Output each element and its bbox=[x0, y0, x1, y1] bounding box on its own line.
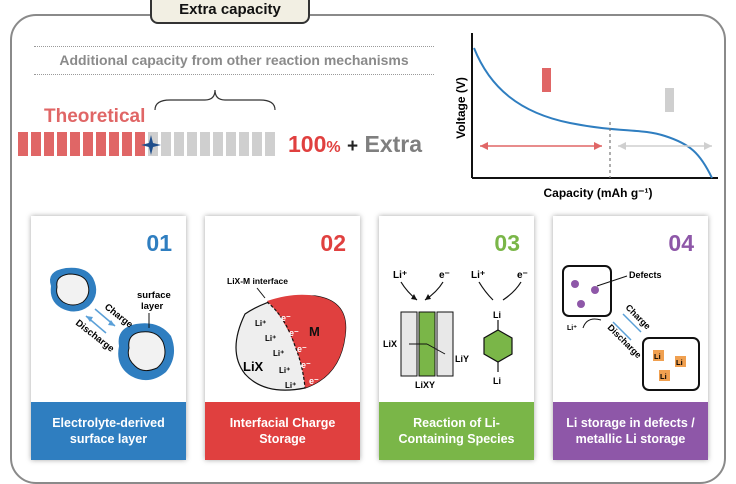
star-icon bbox=[141, 135, 161, 155]
card-number: 01 bbox=[146, 230, 172, 256]
subtitle: Additional capacity from other reaction … bbox=[59, 52, 409, 68]
theoretical-bar bbox=[96, 132, 106, 156]
li-ion-label: Li⁺ bbox=[567, 325, 577, 332]
percent-sign: % bbox=[326, 139, 341, 156]
capacity-equation: 100% + Extra bbox=[288, 131, 422, 158]
li-top-label: Li bbox=[493, 310, 501, 320]
extra-bar bbox=[213, 132, 223, 156]
extra-label: Extra bbox=[364, 131, 423, 157]
x-axis-label: Capacity (mAh g⁻¹) bbox=[543, 186, 652, 200]
li-ion-label: Li⁺ bbox=[255, 319, 266, 328]
electron-label: e⁻ bbox=[281, 313, 291, 323]
li-ion-label: Li⁺ bbox=[279, 366, 290, 375]
extra-bar bbox=[161, 132, 171, 156]
li-ion-label: Li⁺ bbox=[471, 270, 485, 281]
theoretical-bar bbox=[70, 132, 80, 156]
lix-label: LiX bbox=[243, 359, 264, 374]
theoretical-bar bbox=[122, 132, 132, 156]
title-tab: Extra capacity bbox=[150, 0, 310, 24]
card-footer: Li storage in defects / metallic Li stor… bbox=[553, 402, 708, 460]
voltage-curve bbox=[473, 47, 713, 179]
extra-bar bbox=[187, 132, 197, 156]
theoretical-bar bbox=[83, 132, 93, 156]
dotted-divider-bottom bbox=[34, 74, 434, 75]
lix-label: LiX bbox=[383, 339, 397, 349]
capacity-bars bbox=[18, 132, 275, 156]
extra-bar bbox=[200, 132, 210, 156]
y-axis-label: Voltage (V) bbox=[454, 77, 468, 139]
grey-marker bbox=[665, 88, 674, 112]
defect-storage-diagram: Defects Li⁺ Charge Discharge Li Li Li bbox=[562, 265, 700, 391]
theoretical-bar bbox=[135, 132, 145, 156]
card-number: 02 bbox=[320, 230, 346, 256]
li-metal-label: Li bbox=[660, 372, 667, 381]
extra-bar bbox=[239, 132, 249, 156]
percent-value: 100 bbox=[288, 131, 327, 157]
extra-bar bbox=[252, 132, 262, 156]
li-species-diagram: Li⁺ e⁻ LiX LiY LiXY Li⁺ e⁻ Li Li bbox=[383, 270, 528, 390]
theoretical-bar bbox=[44, 132, 54, 156]
card-footer: Electrolyte-derived surface layer bbox=[31, 402, 186, 460]
li-ion-label: Li⁺ bbox=[273, 349, 284, 358]
extra-bar bbox=[226, 132, 236, 156]
extra-bar bbox=[174, 132, 184, 156]
dotted-divider-top bbox=[34, 46, 434, 47]
interfacial-storage-diagram: LiX-M interface M LiX Li⁺ Li⁺ Li⁺ Li⁺ Li… bbox=[227, 276, 347, 391]
card-02: 02 LiX-M interface M LiX Li⁺ Li⁺ Li⁺ Li⁺… bbox=[205, 216, 360, 460]
extra-bar bbox=[265, 132, 275, 156]
theoretical-bar bbox=[31, 132, 41, 156]
card-04: 04 Defects Li⁺ Charge Discharge Li Li Li… bbox=[553, 216, 708, 460]
electron-label: e⁻ bbox=[301, 360, 311, 370]
li-bottom-label: Li bbox=[493, 376, 501, 386]
card-03: 03 Li⁺ e⁻ LiX LiY LiXY Li⁺ e⁻ Li Li Reac… bbox=[379, 216, 534, 460]
card-number: 03 bbox=[494, 230, 520, 256]
plus-sign: + bbox=[347, 136, 359, 157]
theoretical-bar bbox=[57, 132, 67, 156]
liy-label: LiY bbox=[455, 354, 469, 364]
theoretical-bar bbox=[18, 132, 28, 156]
electron-label: e⁻ bbox=[297, 344, 307, 354]
lixy-label: LiXY bbox=[415, 380, 435, 390]
theoretical-label: Theoretical bbox=[44, 106, 146, 127]
card-number: 04 bbox=[668, 230, 694, 256]
electron-label: e⁻ bbox=[517, 270, 528, 281]
li-metal-label: Li bbox=[654, 352, 661, 361]
electron-label: e⁻ bbox=[309, 376, 319, 386]
electron-label: e⁻ bbox=[439, 270, 450, 281]
charge-label: Charge bbox=[102, 302, 135, 331]
card-footer: Reaction of Li- Containing Species bbox=[379, 402, 534, 460]
li-ion-label: Li⁺ bbox=[285, 381, 296, 390]
interface-label: LiX-M interface bbox=[227, 276, 288, 286]
li-ion-label: Li⁺ bbox=[393, 270, 407, 281]
voltage-capacity-graph: Voltage (V) Capacity (mAh g⁻¹) bbox=[454, 33, 718, 200]
red-marker bbox=[542, 68, 551, 92]
card-footer: Interfacial Charge Storage bbox=[205, 402, 360, 460]
li-metal-label: Li bbox=[676, 358, 683, 367]
theoretical-bar bbox=[109, 132, 119, 156]
charge-label: Charge bbox=[624, 302, 653, 331]
electron-label: e⁻ bbox=[289, 328, 299, 338]
m-label: M bbox=[309, 324, 320, 339]
li-ion-label: Li⁺ bbox=[265, 334, 276, 343]
defects-label: Defects bbox=[629, 270, 662, 280]
